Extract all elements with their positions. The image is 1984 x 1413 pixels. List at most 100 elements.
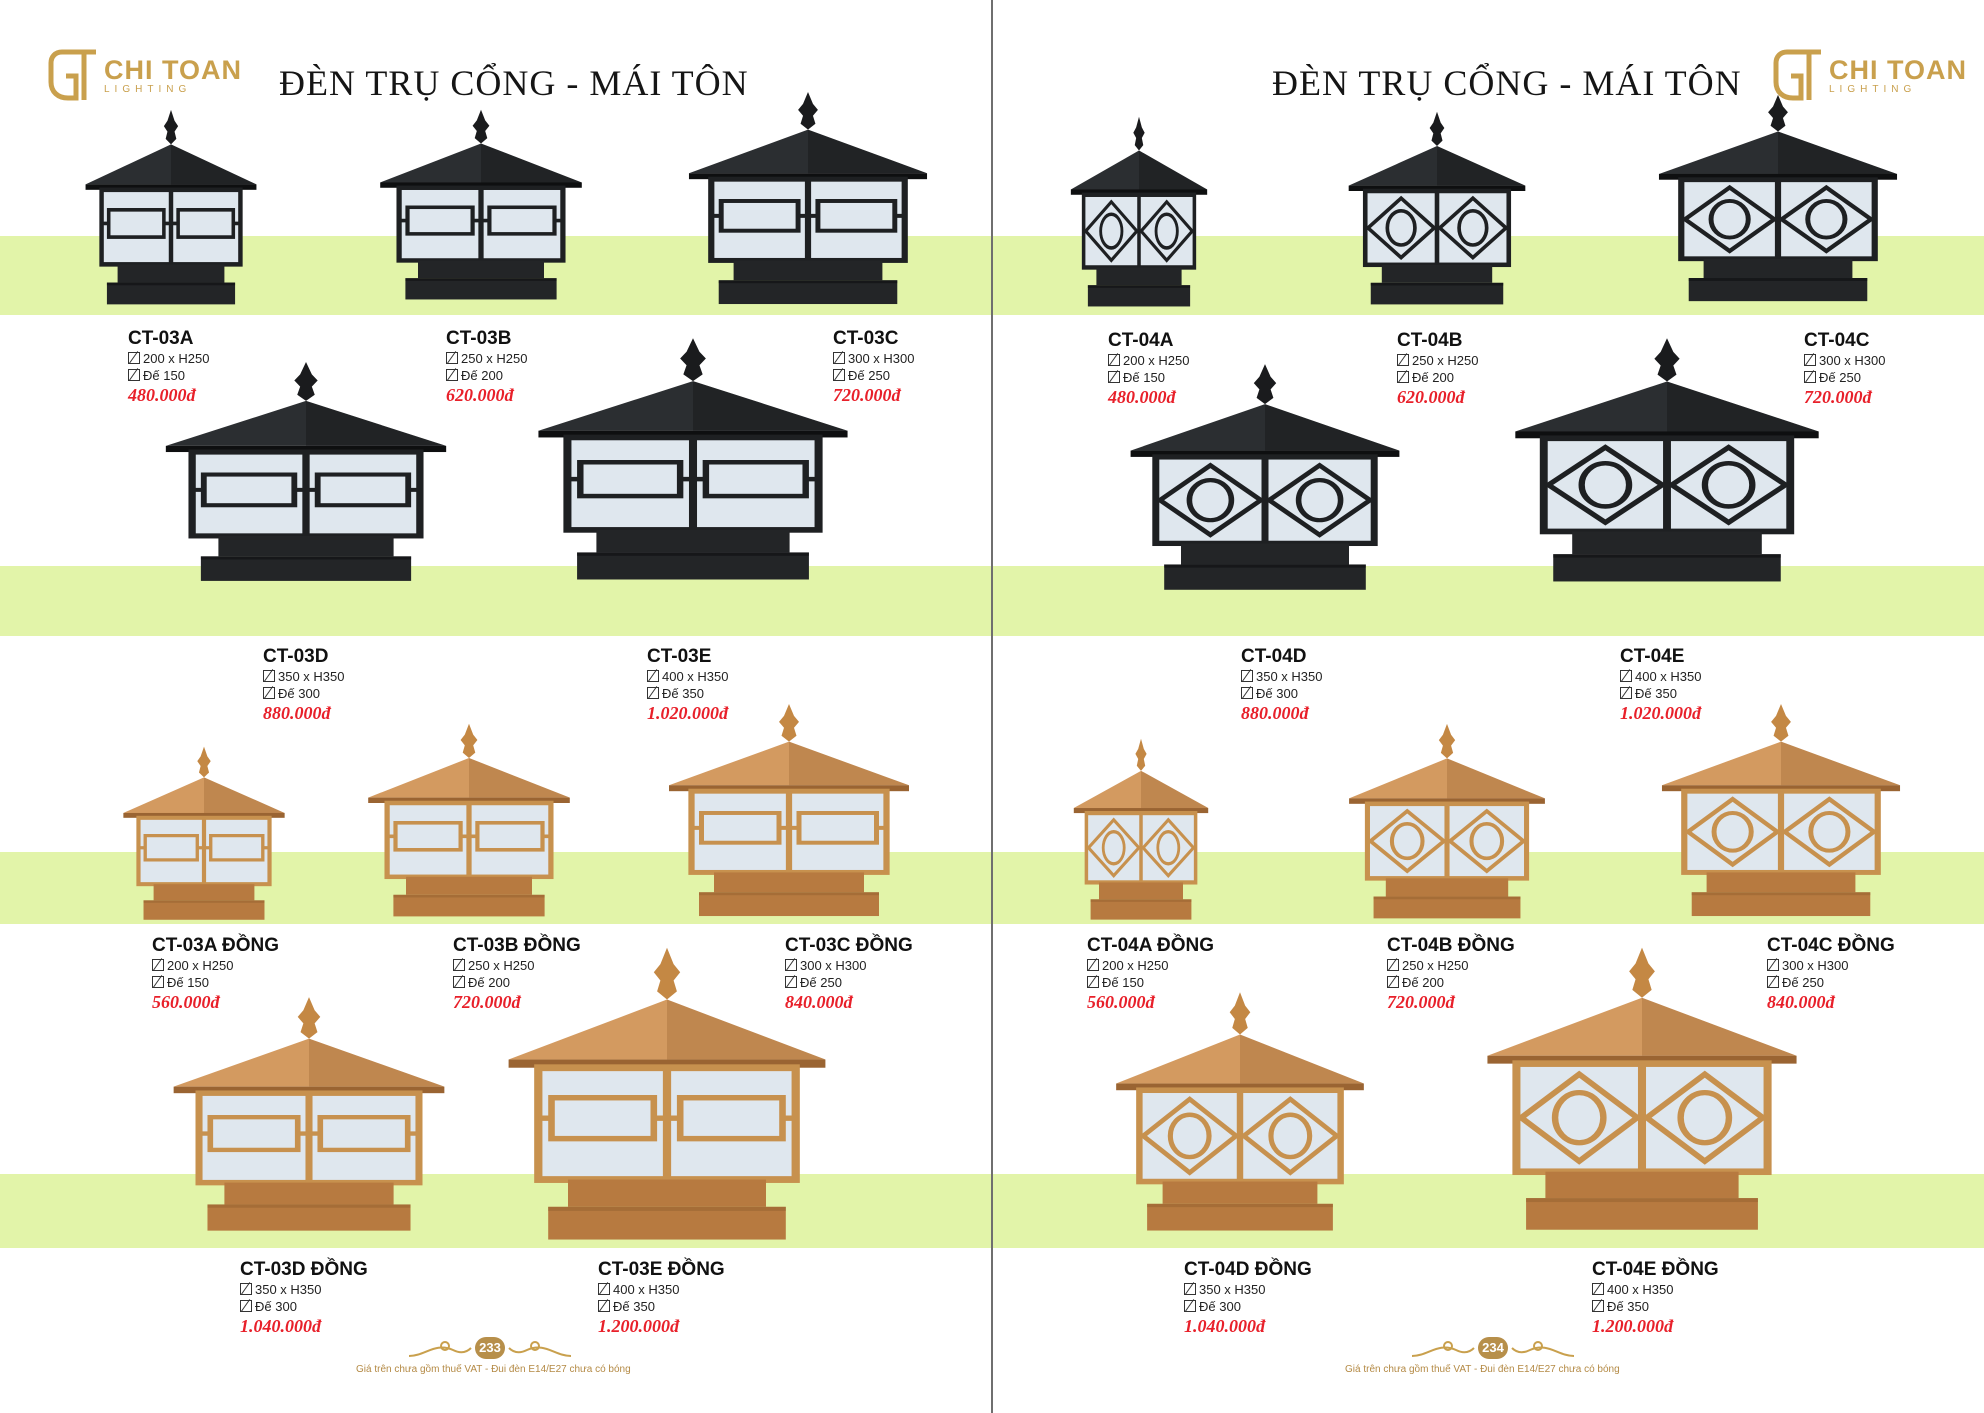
product-base-text: Đế 250 — [1819, 370, 1861, 385]
diameter-icon — [1241, 670, 1253, 682]
product-size-text: 250 x H250 — [461, 351, 528, 366]
background-band — [0, 1174, 991, 1248]
product-price: 880.000đ — [1241, 703, 1309, 723]
diameter-icon — [240, 1300, 252, 1312]
diameter-icon — [785, 976, 797, 988]
page-title: ĐÈN TRỤ CỔNG - MÁI TÔN — [1272, 63, 1742, 103]
product-price: 880.000đ — [263, 703, 331, 723]
product-code: CT-03D — [263, 646, 329, 667]
product-base-text: Đế 150 — [143, 368, 185, 383]
diameter-icon — [1387, 976, 1399, 988]
product-size-text: 250 x H250 — [1412, 353, 1479, 368]
product-price: 560.000đ — [152, 992, 220, 1012]
product-size: 250 x H250 — [1397, 352, 1479, 369]
product-size: 250 x H250 — [446, 350, 528, 367]
product-base: Đế 200 — [446, 367, 528, 384]
product-code: CT-04B ĐỒNG — [1387, 935, 1515, 956]
pillar-lamp-circle-black-icon — [1658, 94, 1898, 302]
product-code: CT-03C ĐỒNG — [785, 935, 913, 956]
footer-note: Giá trên chưa gồm thuế VAT - Đui đèn E14… — [356, 1364, 631, 1375]
product-image — [168, 995, 450, 1235]
ornament-icon — [408, 1341, 572, 1357]
product-size: 300 x H300 — [833, 350, 915, 367]
product-price: 560.000đ — [1087, 992, 1155, 1012]
product-size: 200 x H250 — [1108, 352, 1190, 369]
pillar-lamp-circle-copper-icon — [1349, 723, 1545, 919]
product-size: 200 x H250 — [1087, 957, 1214, 974]
product-base-text: Đế 200 — [1402, 975, 1444, 990]
product-base: Đế 350 — [1592, 1298, 1719, 1315]
product-image — [376, 108, 586, 303]
product-image — [1657, 702, 1905, 920]
diameter-icon — [1184, 1300, 1196, 1312]
diameter-icon — [647, 670, 659, 682]
diameter-icon — [240, 1283, 252, 1295]
product-image — [364, 722, 574, 920]
brand-monogram-icon — [48, 49, 96, 101]
product-size: 250 x H250 — [1387, 957, 1515, 974]
product-size: 400 x H350 — [1592, 1281, 1719, 1298]
diameter-icon — [1767, 959, 1779, 971]
product-code: CT-04D — [1241, 646, 1307, 667]
diameter-icon — [1397, 371, 1409, 383]
product-code: CT-03A ĐỒNG — [152, 935, 280, 956]
product-image — [1654, 93, 1902, 305]
diameter-icon — [1087, 976, 1099, 988]
diameter-icon — [1087, 959, 1099, 971]
product-base: Đế 150 — [1087, 974, 1214, 991]
product-size-text: 200 x H250 — [143, 351, 210, 366]
diameter-icon — [453, 959, 465, 971]
product-code: CT-04C ĐỒNG — [1767, 935, 1895, 956]
product-size-text: 400 x H350 — [613, 1282, 680, 1297]
brand-name: CHI TOAN — [1829, 55, 1968, 85]
product-image — [120, 745, 288, 923]
product-base-text: Đế 250 — [800, 975, 842, 990]
product-size: 250 x H250 — [453, 957, 581, 974]
diameter-icon — [1767, 976, 1779, 988]
diameter-icon — [1592, 1283, 1604, 1295]
product-base: Đế 250 — [1767, 974, 1895, 991]
product-code: CT-04D ĐỒNG — [1184, 1259, 1312, 1280]
product-base: Đế 200 — [1397, 369, 1479, 386]
product-price: 1.040.000đ — [1184, 1316, 1265, 1336]
pillar-lamp-rect-copper-icon — [508, 947, 826, 1240]
product-size-text: 350 x H350 — [1256, 669, 1323, 684]
product-base-text: Đế 300 — [278, 686, 320, 701]
product-price: 720.000đ — [1387, 992, 1455, 1012]
product-size: 400 x H350 — [647, 668, 729, 685]
product-code: CT-04E ĐỒNG — [1592, 1259, 1719, 1280]
product-base: Đế 300 — [1184, 1298, 1312, 1315]
product-base: Đế 250 — [1804, 369, 1886, 386]
product-code: CT-03D ĐỒNG — [240, 1259, 368, 1280]
product-base-text: Đế 200 — [468, 975, 510, 990]
product-base-text: Đế 300 — [255, 1299, 297, 1314]
pillar-lamp-circle-copper-icon — [1487, 947, 1797, 1230]
pillar-lamp-circle-black-icon — [1515, 338, 1819, 582]
product-size: 200 x H250 — [128, 350, 210, 367]
product-price: 1.040.000đ — [240, 1316, 321, 1336]
product-price: 480.000đ — [1108, 387, 1176, 407]
product-price: 720.000đ — [1804, 387, 1872, 407]
product-code: CT-04A — [1108, 330, 1174, 351]
product-image — [160, 360, 452, 585]
pillar-lamp-circle-black-icon — [1348, 111, 1526, 305]
diameter-icon — [1592, 1300, 1604, 1312]
product-base: Đế 300 — [1241, 685, 1323, 702]
product-price: 720.000đ — [453, 992, 521, 1012]
product-size-text: 350 x H350 — [255, 1282, 322, 1297]
product-image — [1068, 115, 1210, 310]
product-size-text: 200 x H250 — [167, 958, 234, 973]
product-image — [664, 702, 914, 920]
product-size-text: 200 x H250 — [1102, 958, 1169, 973]
product-size: 300 x H300 — [1767, 957, 1895, 974]
product-base: Đế 200 — [453, 974, 581, 991]
